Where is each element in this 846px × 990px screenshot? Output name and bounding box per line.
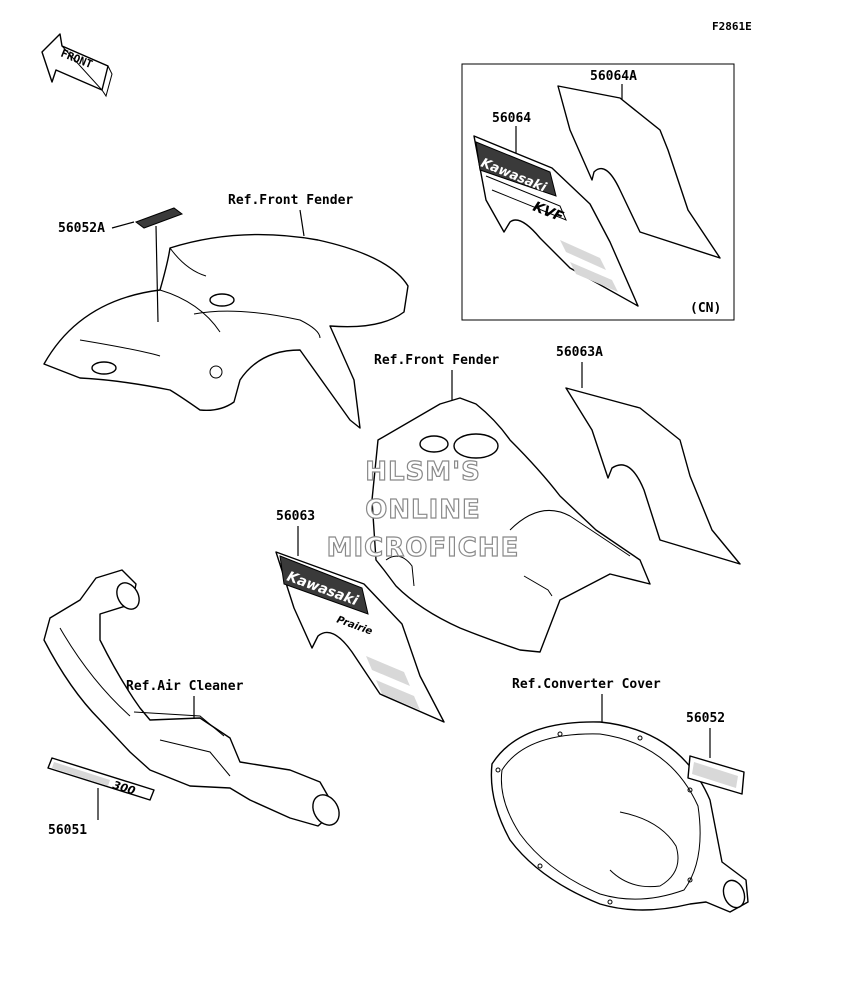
figure-code: F2861E	[712, 20, 752, 33]
label-56064A: 56064A	[590, 69, 637, 84]
label-56063: 56063	[276, 509, 315, 524]
badge-56051: 300	[47, 757, 155, 801]
watermark-line-1: HLSM'S	[365, 457, 481, 487]
watermark-line-2: ONLINE	[365, 495, 481, 525]
watermark: HLSM'S ONLINE MICROFICHE	[326, 456, 520, 563]
decal-56064: Kawasaki KVF	[473, 135, 639, 307]
backing-56063A	[565, 387, 741, 565]
front-fender-mid	[371, 397, 651, 653]
front-fender-top	[43, 233, 409, 429]
leader-56052A	[111, 221, 135, 229]
backing-56064A	[557, 85, 721, 259]
label-56052A: 56052A	[58, 221, 105, 236]
decal-56063: Kawasaki Prairie	[275, 551, 445, 723]
label-ref-air-cleaner: Ref.Air Cleaner	[126, 679, 244, 694]
label-56052: 56052	[686, 711, 725, 726]
label-ref-front-fender-top: Ref.Front Fender	[228, 193, 353, 208]
label-56051: 56051	[48, 823, 87, 838]
badge-text-56051: 300	[111, 778, 137, 797]
converter-cover	[490, 721, 749, 913]
label-plate-56052-shading	[692, 762, 738, 788]
emblem-56052A	[134, 207, 184, 229]
air-cleaner-duct	[43, 569, 340, 827]
leader-56052A-drop	[155, 225, 159, 323]
watermark-line-3: MICROFICHE	[327, 533, 520, 563]
label-cn: (CN)	[690, 301, 721, 316]
leader-ref-front-fender-top	[299, 209, 305, 237]
label-ref-front-fender-mid: Ref.Front Fender	[374, 353, 499, 368]
front-arrow-icon: FRONT	[41, 33, 113, 98]
label-56063A: 56063A	[556, 345, 603, 360]
label-56064: 56064	[492, 111, 531, 126]
cn-inset-box	[461, 63, 735, 321]
label-ref-converter-cover: Ref.Converter Cover	[512, 677, 661, 692]
